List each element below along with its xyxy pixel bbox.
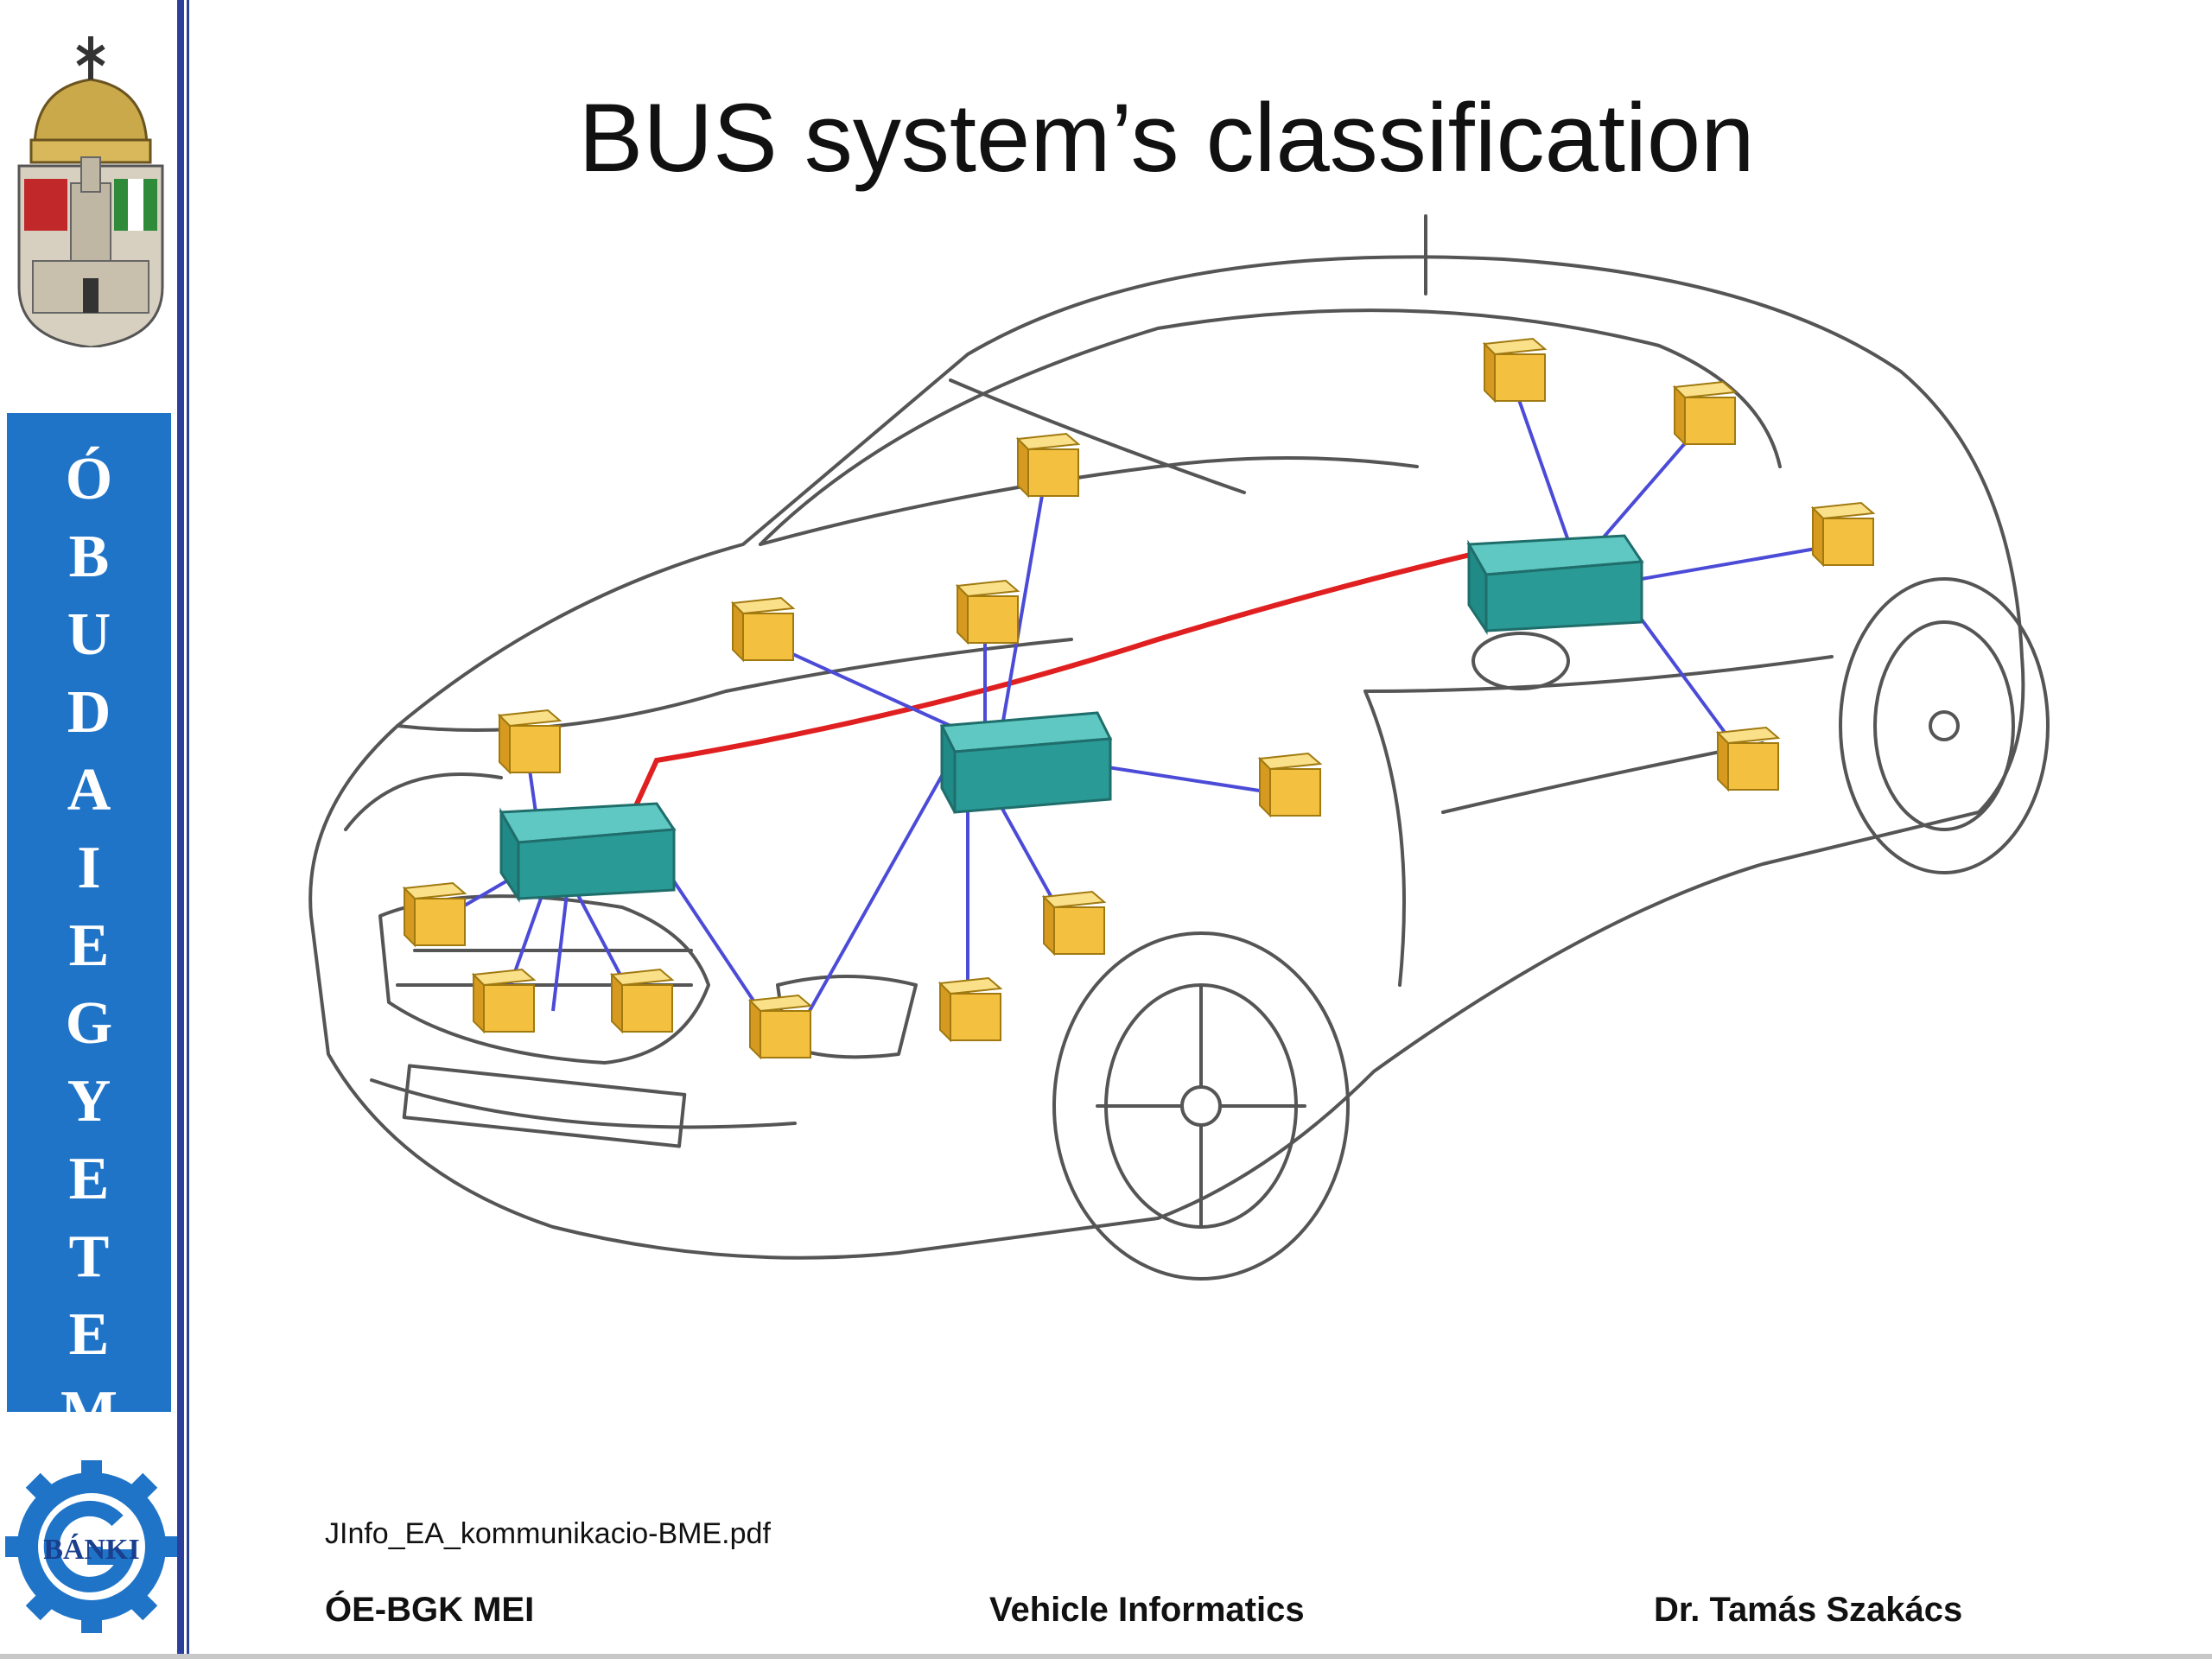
sensor-node [1672, 380, 1738, 447]
source-reference: JInfo_EA_kommunikacio-BME.pdf [325, 1517, 771, 1550]
banki-gear-logo-icon: BÁNKI [5, 1460, 178, 1633]
name-letter: Ó [65, 446, 113, 512]
name-letter: Y [67, 1068, 111, 1135]
ecu-controllers [499, 534, 1644, 903]
university-name-band: Ó B U D A I E G Y E T E M [7, 413, 171, 1446]
university-coat-of-arms-icon [17, 36, 164, 347]
name-letter: E [68, 912, 110, 979]
ecu-front [499, 802, 677, 903]
footer-course: Vehicle Informatics [989, 1591, 1305, 1629]
sensor-node [1041, 890, 1107, 957]
name-letter: B [68, 524, 110, 590]
name-letter: E [68, 1301, 110, 1368]
sensor-node [747, 994, 813, 1060]
main-bus-line [626, 550, 1521, 823]
sensor-node [1810, 501, 1876, 568]
name-letter: E [68, 1146, 110, 1212]
sensor-node [497, 709, 563, 775]
name-letter: I [77, 835, 101, 901]
sensor-node [402, 881, 467, 948]
sensor-node [730, 596, 796, 663]
sidebar-rule-thin [187, 0, 189, 1659]
sensor-nodes [402, 337, 1876, 1060]
ecu-middle [939, 711, 1113, 814]
sensor-node [1715, 726, 1781, 792]
name-letter: M [60, 1379, 118, 1446]
sensor-node [955, 579, 1020, 645]
name-letter: G [65, 990, 113, 1057]
name-letter: T [68, 1224, 110, 1290]
bottom-border [0, 1654, 2212, 1659]
car-network-diagram [308, 214, 2050, 1281]
name-letter: D [67, 679, 111, 746]
car-outline [308, 214, 2050, 1281]
sensor-node [471, 968, 537, 1034]
ecu-rear [1466, 534, 1644, 635]
sensor-node [1015, 432, 1081, 499]
sensor-node [609, 968, 675, 1034]
footer-institution: ÓE-BGK MEI [325, 1591, 535, 1629]
banki-logo-text: BÁNKI [43, 1534, 139, 1566]
sidebar: Ó B U D A I E G Y E T E M BÁNKI [0, 0, 192, 1659]
name-letter: A [67, 757, 111, 823]
footer-author: Dr. Tamás Szakács [1654, 1591, 1963, 1629]
sub-bus-lines [430, 379, 1841, 1039]
sensor-node [938, 976, 1003, 1043]
name-letter: U [67, 601, 111, 668]
slide-title: BUS system’s classification [578, 84, 1755, 192]
sensor-node [1257, 752, 1323, 818]
sensor-node [1482, 337, 1548, 404]
sidebar-rule [177, 0, 184, 1659]
